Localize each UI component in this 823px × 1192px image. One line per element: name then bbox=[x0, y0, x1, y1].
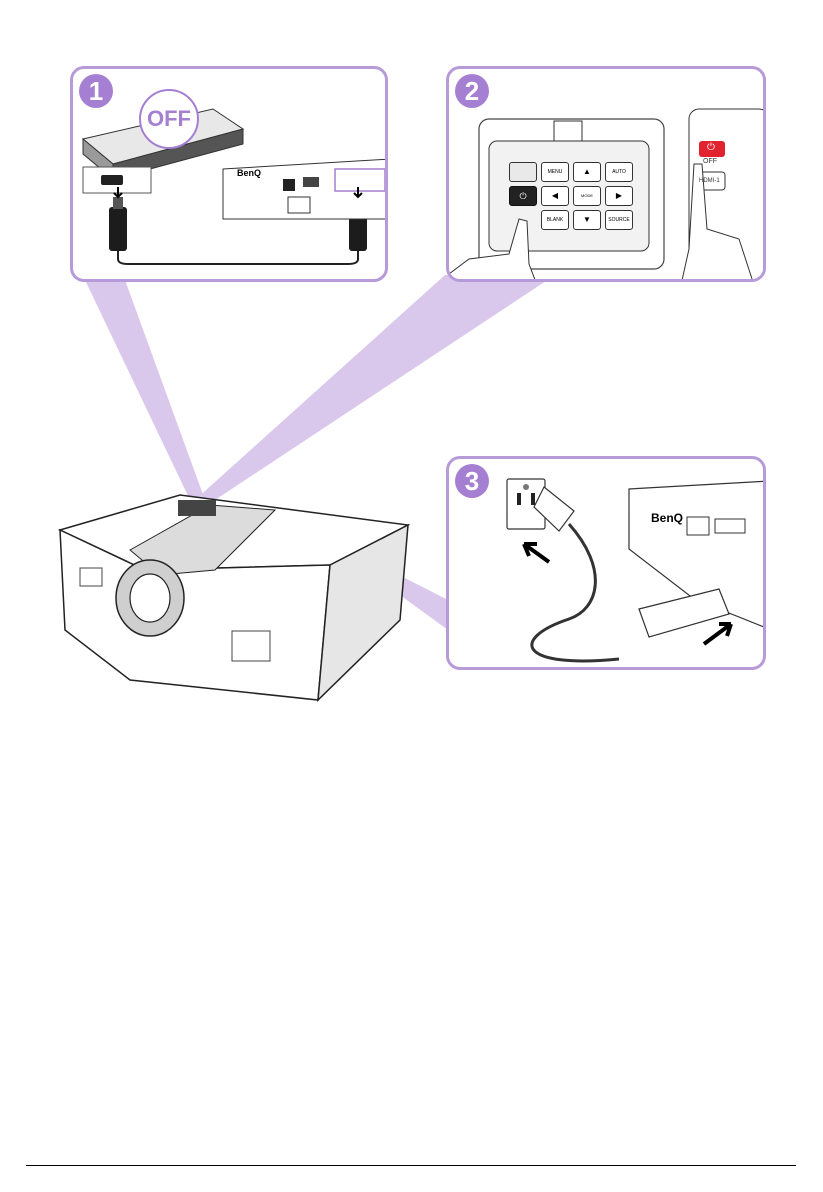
source-label: SOURCE bbox=[608, 217, 629, 223]
step1-panel: 1 OFF BenQ bbox=[70, 66, 388, 282]
remote-off-label: OFF bbox=[703, 158, 717, 165]
blank-button[interactable]: BLANK bbox=[541, 210, 569, 230]
menu-button[interactable]: MENU bbox=[541, 162, 569, 182]
step3-panel: 3 BenQ bbox=[446, 456, 766, 670]
step1-illustration bbox=[73, 69, 388, 282]
right-button[interactable]: ▶ bbox=[605, 186, 633, 206]
power-button[interactable]: ⏻ bbox=[509, 186, 537, 206]
off-label: OFF bbox=[147, 106, 191, 132]
brand-logo: BenQ bbox=[651, 511, 683, 525]
power-icon: ⏻ bbox=[519, 191, 526, 201]
remote-hdmi-label: HDMI-1 bbox=[699, 178, 720, 184]
step3-illustration bbox=[449, 459, 766, 670]
down-button[interactable]: ▼ bbox=[573, 210, 601, 230]
keypad-blank-top[interactable] bbox=[509, 162, 537, 182]
mode-enter-button[interactable]: MODE ENTER bbox=[573, 186, 601, 206]
remote-power-icon: ⏻ bbox=[707, 142, 715, 153]
left-button[interactable]: ◀ bbox=[541, 186, 569, 206]
step-number-badge: 1 bbox=[79, 74, 113, 108]
step-number-badge: 2 bbox=[455, 74, 489, 108]
source-button[interactable]: SOURCE bbox=[605, 210, 633, 230]
auto-label: AUTO bbox=[612, 169, 626, 175]
page-rule bbox=[26, 1165, 796, 1166]
menu-label: MENU bbox=[548, 169, 563, 175]
beam-step3 bbox=[338, 550, 448, 630]
beam-step1 bbox=[85, 280, 205, 500]
off-badge: OFF bbox=[139, 89, 199, 149]
step2-panel: 2 MENU ▲ AUTO ⏻ ◀ MODE ENTER ▶ BLANK ▼ S… bbox=[446, 66, 766, 282]
auto-button[interactable]: AUTO bbox=[605, 162, 633, 182]
step-number-badge: 3 bbox=[455, 464, 489, 498]
blank-label: BLANK bbox=[547, 217, 563, 223]
brand-logo: BenQ bbox=[237, 168, 261, 178]
up-button[interactable]: ▲ bbox=[573, 162, 601, 182]
